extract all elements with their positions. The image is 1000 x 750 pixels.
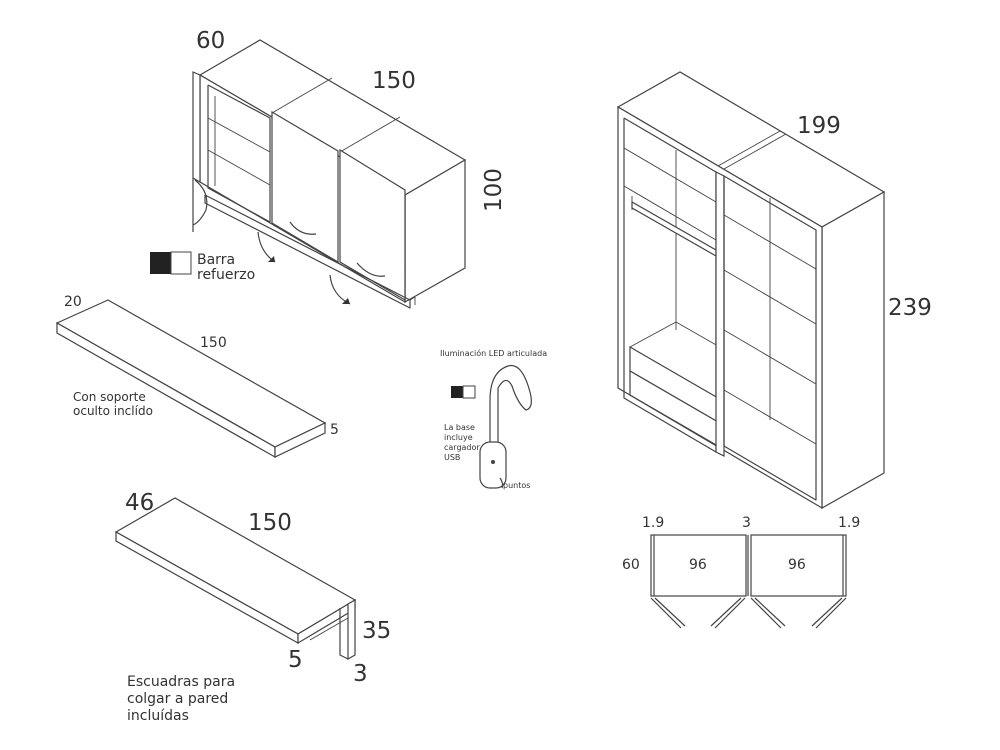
wardrobe-plan-drawing	[650, 534, 847, 629]
wall-cabinet-drawing	[150, 39, 467, 309]
led-base-line2: incluye	[444, 433, 473, 442]
led-points-label: puntos	[503, 481, 530, 490]
cabinet-depth-label: 60	[196, 28, 225, 54]
plan-side-left-label: 1.9	[642, 515, 664, 531]
led-base-line4: USB	[444, 453, 460, 462]
desk-depth-label: 46	[125, 490, 154, 516]
desk-note-line1: Escuadras para	[127, 674, 235, 690]
wardrobe-height-label: 239	[888, 295, 932, 321]
wardrobe-width-label: 199	[797, 113, 841, 139]
plan-bay-right-label: 96	[788, 557, 806, 573]
desk-width-label: 150	[248, 510, 292, 536]
shelf-depth-label: 20	[64, 294, 82, 310]
plan-bay-left-label: 96	[689, 557, 707, 573]
cabinet-width-label: 150	[372, 68, 416, 94]
plan-depth-label: 60	[622, 557, 640, 573]
led-base-line3: cargador	[444, 443, 480, 452]
shelf-width-label: 150	[200, 335, 227, 351]
shelf-drawing	[55, 299, 327, 459]
led-lamp-drawing	[451, 364, 532, 489]
cabinet-height-label: 100	[481, 168, 507, 212]
bar-label-line2: refuerzo	[197, 267, 255, 283]
desk-drawing	[114, 497, 357, 661]
desk-note-line3: incluídas	[127, 708, 189, 724]
bar-label-line1: Barra	[197, 252, 235, 268]
shelf-note-line2: oculto inclído	[73, 404, 153, 418]
shelf-note-line1: Con soporte	[73, 390, 146, 404]
led-title-label: Iluminación LED articulada	[440, 348, 547, 358]
shelf-thickness-label: 5	[330, 422, 339, 438]
led-base-line1: La base	[444, 423, 475, 432]
plan-side-right-label: 1.9	[838, 515, 860, 531]
desk-side-label: 3	[353, 661, 368, 687]
desk-thickness-label: 5	[288, 647, 303, 673]
wardrobe-drawing	[616, 71, 886, 510]
plan-middle-label: 3	[742, 515, 751, 531]
desk-note-line2: colgar a pared	[127, 691, 228, 707]
desk-height-label: 35	[362, 618, 391, 644]
